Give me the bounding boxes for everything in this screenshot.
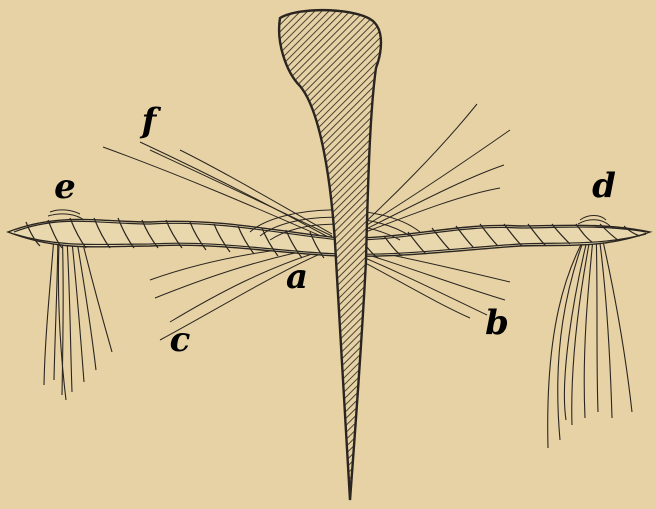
twisted-cord — [8, 210, 650, 258]
label-c: c — [170, 323, 191, 357]
label-b: b — [485, 306, 509, 340]
label-a: a — [286, 260, 308, 294]
label-d: d — [592, 169, 616, 203]
label-f: f — [142, 104, 157, 138]
label-e: e — [54, 170, 76, 204]
right-fibres — [548, 228, 632, 448]
left-fibres — [44, 222, 112, 400]
